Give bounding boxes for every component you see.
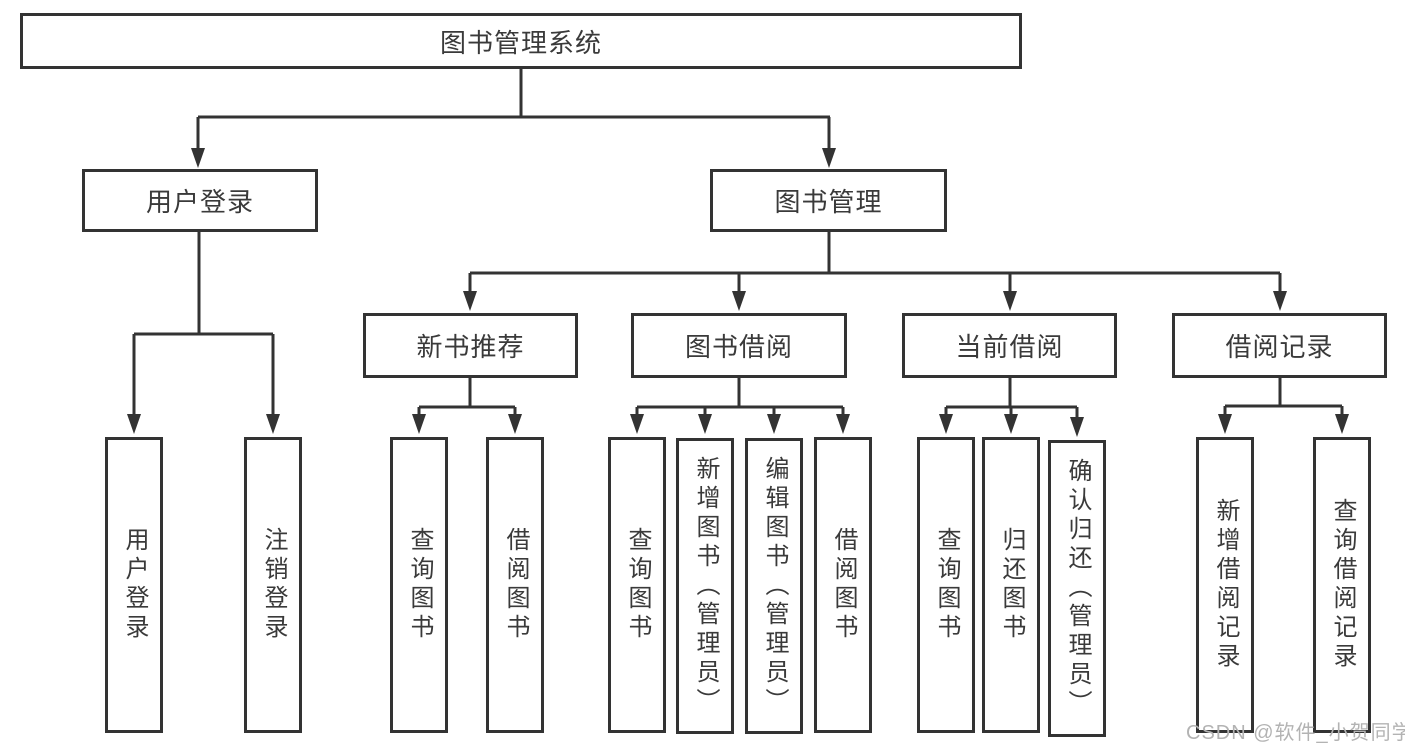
arrowhead-bb-query bbox=[630, 414, 644, 434]
arrowhead-new-books bbox=[463, 291, 477, 311]
leaf-logout: 注销登录 bbox=[244, 437, 302, 733]
leaf-nb-query-books: 查询图书 bbox=[390, 437, 448, 733]
arrowhead-current-borrow bbox=[1003, 291, 1017, 311]
node-current-borrow: 当前借阅 bbox=[902, 313, 1117, 378]
node-book-management: 图书管理 bbox=[710, 169, 947, 232]
arrowhead-leaf-logout bbox=[266, 414, 280, 434]
arrowheads bbox=[127, 148, 1349, 437]
node-library-management-system: 图书管理系统 bbox=[20, 13, 1022, 69]
leaf-nb-borrow-books: 借阅图书 bbox=[486, 437, 544, 733]
leaf-user-login: 用户登录 bbox=[105, 437, 163, 733]
leaf-br-query-record: 查询借阅记录 bbox=[1313, 437, 1371, 733]
arrowhead-cb-confirm bbox=[1070, 417, 1084, 437]
node-user-login: 用户登录 bbox=[82, 169, 318, 232]
csdn-watermark: CSDN @软件_小贺同学 bbox=[1186, 722, 1405, 744]
arrowhead-br-query bbox=[1335, 414, 1349, 434]
leaf-cb-confirm-return-admin: 确认归还（管理员） bbox=[1048, 440, 1106, 737]
node-new-book-recommend: 新书推荐 bbox=[363, 313, 578, 378]
arrowhead-book-borrow bbox=[732, 291, 746, 311]
arrowhead-cb-query bbox=[939, 414, 953, 434]
leaf-cb-return-books: 归还图书 bbox=[982, 437, 1040, 733]
arrowhead-user-login bbox=[191, 148, 205, 168]
arrowhead-book-management bbox=[822, 148, 836, 168]
arrowhead-cb-return bbox=[1004, 414, 1018, 434]
leaf-cb-query-books: 查询图书 bbox=[917, 437, 975, 733]
leaf-bb-edit-books-admin: 编辑图书（管理员） bbox=[745, 438, 803, 734]
leaf-br-add-record: 新增借阅记录 bbox=[1196, 437, 1254, 733]
arrowhead-bb-edit bbox=[767, 414, 781, 434]
arrowhead-br-add bbox=[1218, 414, 1232, 434]
node-borrow-records: 借阅记录 bbox=[1172, 313, 1387, 378]
arrowhead-bb-borrow bbox=[836, 414, 850, 434]
leaf-bb-add-books-admin: 新增图书（管理员） bbox=[676, 438, 734, 734]
arrowhead-nb-borrow bbox=[508, 414, 522, 434]
arrowhead-leaf-login bbox=[127, 414, 141, 434]
leaf-bb-query-books: 查询图书 bbox=[608, 437, 666, 733]
leaf-bb-borrow-books: 借阅图书 bbox=[814, 437, 872, 733]
node-book-borrow: 图书借阅 bbox=[631, 313, 847, 378]
arrowhead-borrow-records bbox=[1273, 291, 1287, 311]
arrowhead-nb-query bbox=[412, 414, 426, 434]
arrowhead-bb-add bbox=[698, 414, 712, 434]
